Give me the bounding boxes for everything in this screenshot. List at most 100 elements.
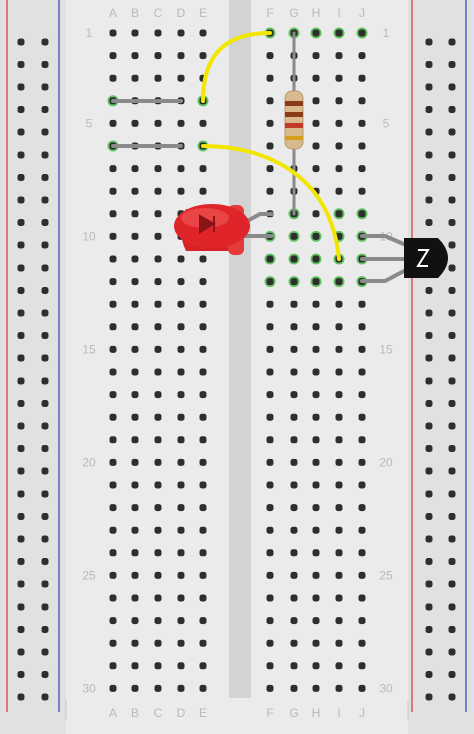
column-label-top: I (337, 6, 340, 20)
rail-hole (425, 332, 433, 339)
hole (199, 526, 207, 534)
hole (358, 345, 366, 353)
hole (335, 436, 343, 444)
rail-hole (448, 106, 456, 113)
hole (199, 617, 207, 625)
hole (199, 549, 207, 557)
hole (288, 253, 300, 265)
rail-hole (448, 445, 456, 452)
rail-hole (448, 490, 456, 498)
hole (131, 278, 139, 286)
rail-hole (17, 106, 25, 113)
hole (177, 165, 185, 173)
rail-hole (41, 128, 49, 136)
hole (266, 504, 274, 512)
hole (131, 119, 139, 127)
rail-hole (425, 467, 433, 475)
rail-hole (17, 309, 25, 317)
rail-hole (17, 535, 25, 543)
hole (109, 187, 117, 195)
hole (131, 436, 139, 444)
row-number-left: 1 (86, 26, 93, 40)
hole (131, 684, 139, 692)
hole (335, 639, 343, 647)
column-label-bottom: G (289, 706, 298, 720)
rail-hole (17, 490, 25, 498)
rail-hole (448, 128, 456, 136)
hole (199, 165, 207, 173)
hole (290, 594, 298, 602)
hole (312, 458, 320, 466)
hole (177, 436, 185, 444)
hole (154, 368, 162, 376)
hole (199, 278, 207, 286)
hole (310, 276, 322, 288)
rail-hole (448, 61, 456, 68)
hole (199, 391, 207, 399)
rail-hole (448, 219, 456, 226)
hole (335, 187, 343, 195)
rail-hole (425, 513, 433, 520)
rail-hole (448, 671, 456, 678)
hole (290, 345, 298, 353)
hole (131, 187, 139, 195)
rail-hole (41, 693, 49, 701)
hole (335, 119, 343, 127)
transistor-icon (360, 234, 448, 283)
rail-hole (17, 445, 25, 452)
hole (131, 323, 139, 331)
hole (199, 436, 207, 444)
hole (335, 504, 343, 512)
hole (109, 74, 117, 82)
hole (154, 119, 162, 127)
rail-hole (448, 693, 456, 701)
hole (266, 119, 274, 127)
hole (131, 165, 139, 173)
hole (199, 119, 207, 127)
yellow-jumper-2 (201, 144, 341, 261)
rail-hole (41, 174, 49, 181)
rail-hole (41, 151, 49, 159)
left-power-rail (0, 0, 66, 734)
hole (358, 368, 366, 376)
hole (131, 74, 139, 82)
hole (109, 639, 117, 647)
hole (266, 549, 274, 557)
hole (358, 458, 366, 466)
rail-hole (41, 61, 49, 68)
hole (154, 300, 162, 308)
hole (358, 639, 366, 647)
rail-hole (41, 219, 49, 226)
rail-hole (41, 513, 49, 520)
hole (290, 368, 298, 376)
column-label-bottom: J (359, 706, 365, 720)
rail-hole (425, 490, 433, 498)
rail-hole (41, 535, 49, 543)
hole (131, 345, 139, 353)
led-icon (174, 204, 274, 255)
hole (358, 662, 366, 670)
rail-hole (425, 106, 433, 113)
hole (358, 391, 366, 399)
rail-hole (41, 83, 49, 91)
hole (312, 119, 320, 127)
hole (177, 684, 185, 692)
hole (109, 526, 117, 534)
hole (290, 391, 298, 399)
hole (177, 413, 185, 421)
rail-hole (425, 558, 433, 565)
hole (333, 208, 345, 220)
hole (358, 504, 366, 512)
hole (199, 504, 207, 512)
hole (312, 481, 320, 489)
hole (131, 413, 139, 421)
rail-hole (448, 264, 456, 272)
row-number-right: 15 (379, 342, 393, 356)
rail-hole (448, 287, 456, 294)
rail-hole (425, 128, 433, 136)
rail-hole (17, 580, 25, 588)
hole (358, 617, 366, 625)
rail-hole (17, 648, 25, 656)
